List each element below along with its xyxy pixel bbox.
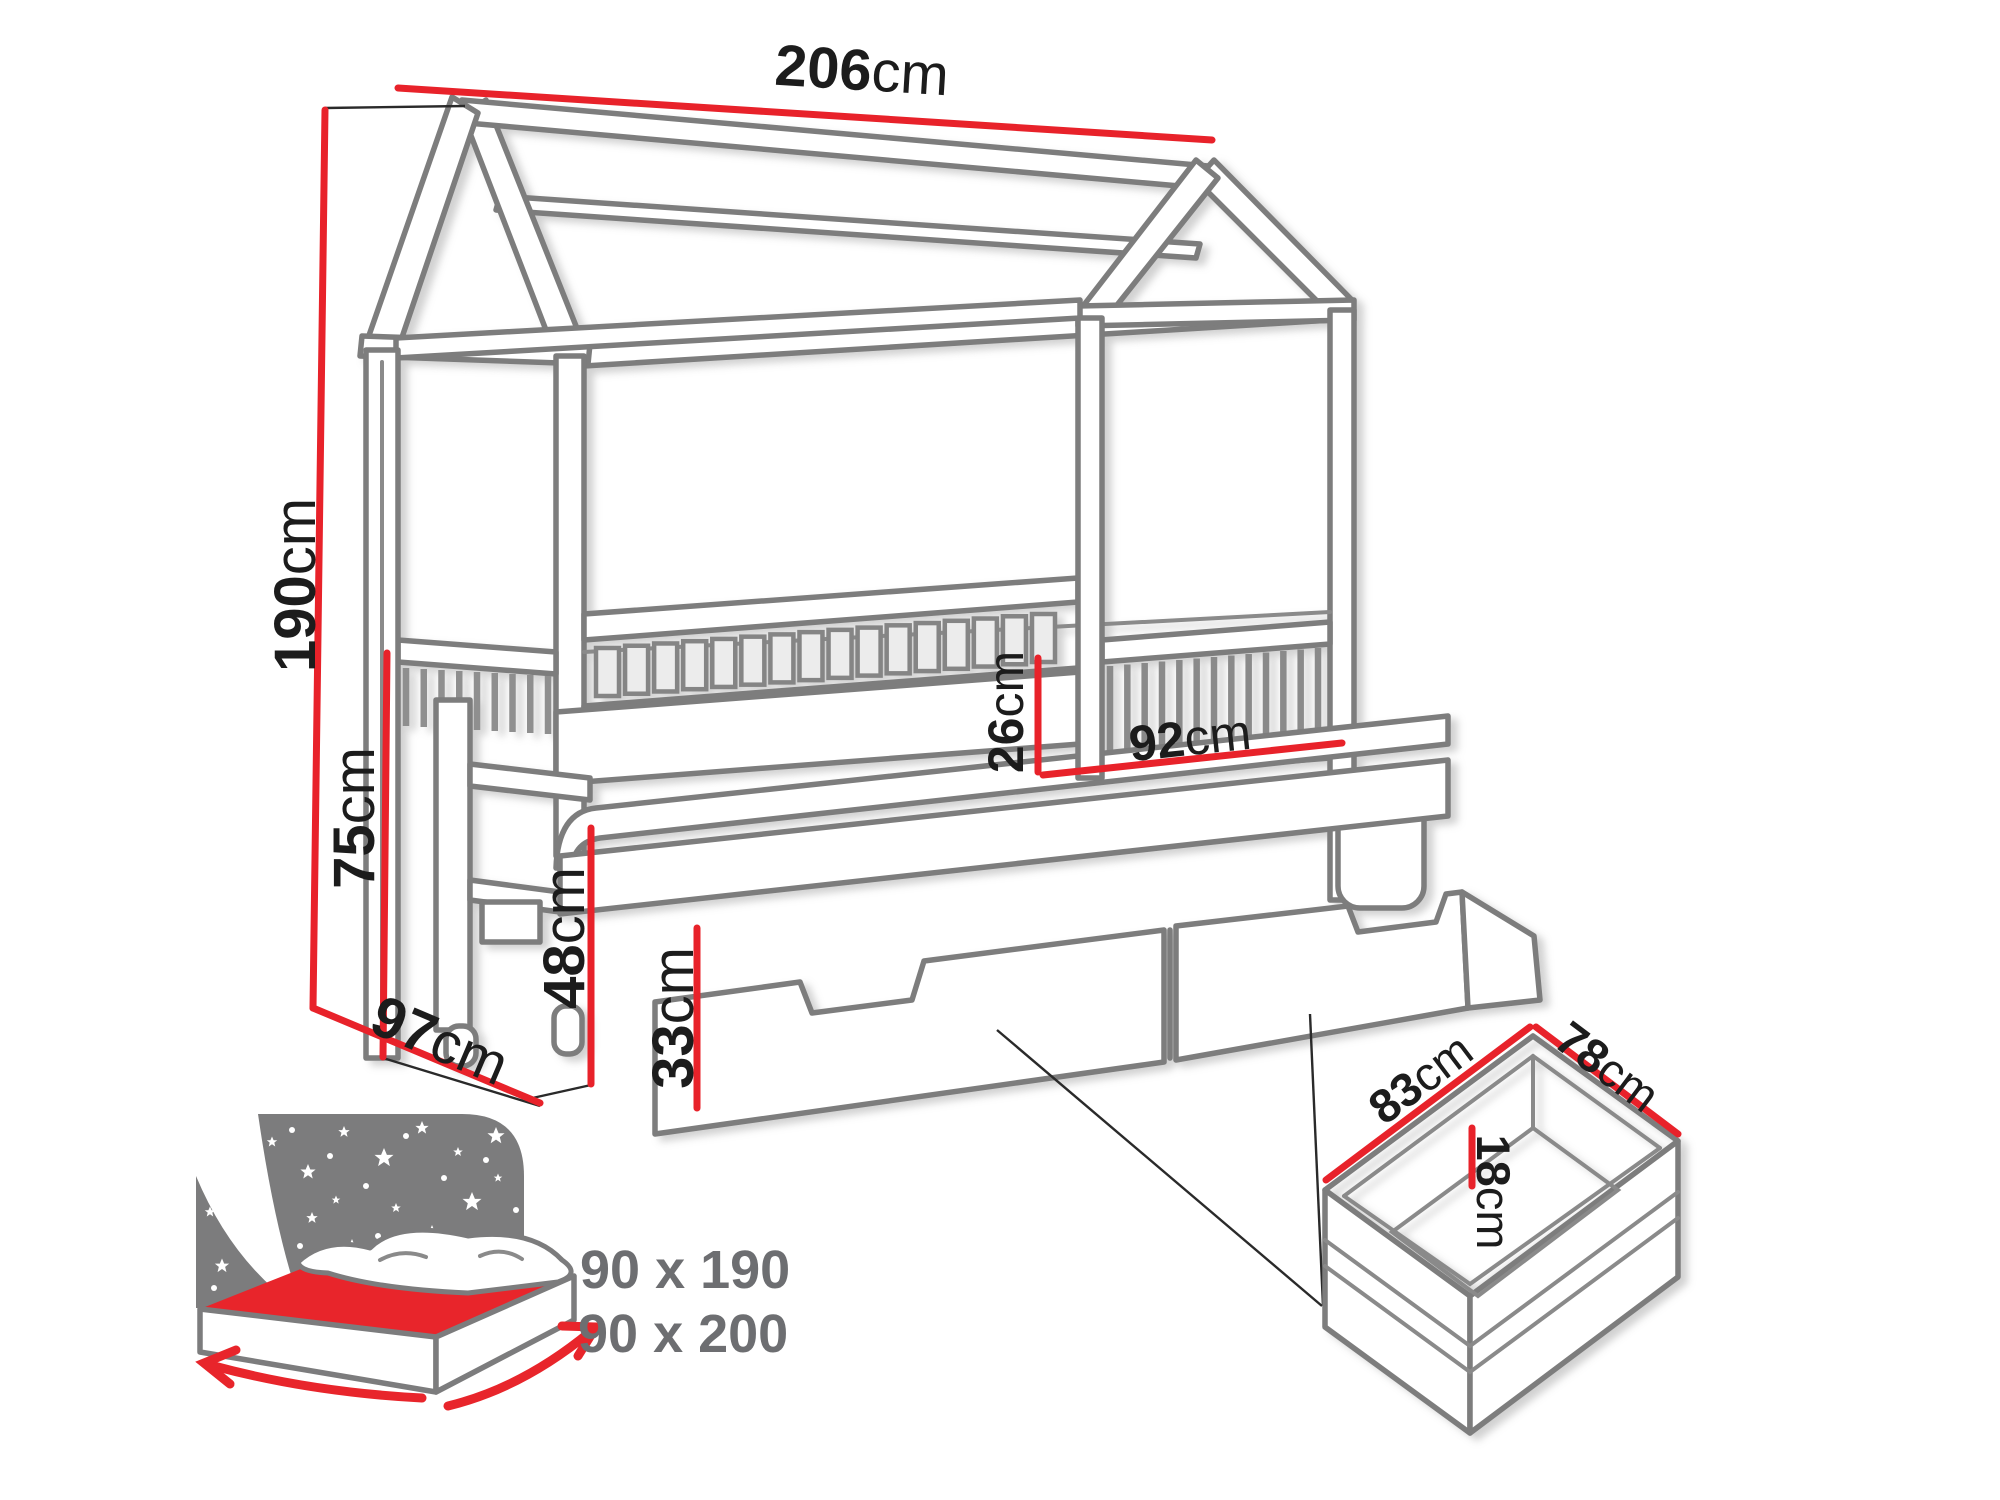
trundle-foot-left [443, 1023, 479, 1069]
dimension-line-75 [379, 649, 391, 1061]
foot-rail-top [1099, 619, 1333, 665]
dimension-line-97 [309, 1004, 544, 1107]
right-gable-tie-beam [1075, 297, 1357, 329]
dimension-line-78 [1532, 1023, 1682, 1138]
headboard-slats [402, 668, 552, 734]
left-gable-back-rafter [460, 97, 587, 359]
guide-line-floor2 [527, 1083, 592, 1101]
dimension-line-92 [1039, 739, 1346, 779]
trundle-end-frame [433, 697, 593, 1069]
length-arrow-icon [443, 1321, 604, 1411]
dimension-foot-end-width: 92cm [1126, 704, 1253, 772]
dimension-drawer-depth: 78cm [1546, 1010, 1670, 1121]
star-icon [204, 1121, 519, 1291]
mattress-size-2: 90 x 200 [578, 1304, 788, 1364]
leader-line-right-drawer [1308, 1013, 1325, 1307]
dimension-line-83 [1322, 1023, 1534, 1184]
dimension-total-length: 206cm [773, 32, 951, 108]
headboard-top-rail [395, 637, 559, 677]
foot-rail-slats [1106, 648, 1322, 758]
right-gable-back-rafter [1193, 157, 1355, 317]
dimension-line-206 [394, 84, 1216, 144]
trundle-foot-right [551, 1003, 585, 1057]
leader-line-left-drawer [996, 1029, 1323, 1307]
dimension-drawer-height: 18cm [1468, 1135, 1521, 1250]
house-bed-drawing [357, 94, 1543, 1137]
dimension-total-height: 190cm [263, 498, 328, 672]
dimension-trundle-head-height: 48cm [532, 867, 597, 1009]
width-arrow-icon [195, 1345, 427, 1403]
dimension-labels: 206cm 190cm 75cm 26cm 92cm 48cm 33cm 97c… [263, 32, 1670, 1249]
mattress-size-1: 90 x 190 [580, 1240, 790, 1300]
drawer-right-front [1173, 889, 1471, 1063]
dimension-line-190 [309, 106, 329, 1012]
left-gable-front-rafter [363, 94, 481, 358]
right-front-post [1075, 315, 1105, 781]
starry-panel-wedge [196, 1176, 298, 1308]
mattress-right-face [433, 1273, 577, 1395]
drawer-right-side [1459, 889, 1543, 1011]
drawer-left-front [652, 927, 1167, 1137]
guide-line-top [324, 104, 466, 110]
dimension-drawer-front-height: 33cm [641, 947, 706, 1089]
roof-back-beam [493, 193, 1203, 261]
guide-line-floor [382, 1056, 541, 1108]
duvet-fold [378, 1249, 524, 1262]
dimension-guard-rail-height: 26cm [978, 651, 1034, 773]
dimension-lines [309, 84, 1682, 1190]
mattress-size-labels: 90 x 190 90 x 200 [578, 1240, 790, 1364]
side-rail-slats [593, 611, 1058, 699]
mattress-icon [195, 1114, 604, 1411]
trundle-platform [557, 757, 1451, 917]
dimension-side-rail-height: 75cm [322, 747, 387, 889]
drawer-detail-drawing [1322, 1033, 1681, 1436]
duvet-icon [295, 1227, 574, 1296]
